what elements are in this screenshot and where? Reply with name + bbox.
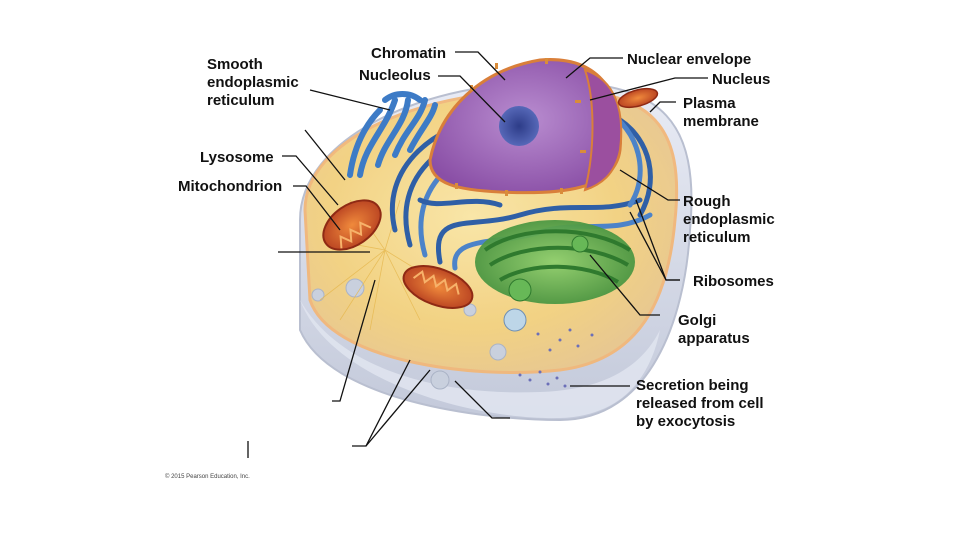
label-nuclear-envelope: Nuclear envelope [627, 51, 751, 68]
label-nucleus: Nucleus [712, 71, 770, 88]
label-rough-er-1: Rough [683, 193, 730, 210]
leader-lines [247, 51, 708, 458]
label-plasma-membrane-1: Plasma [683, 95, 736, 112]
label-rough-er-3: reticulum [683, 229, 751, 246]
label-secretion-3: by exocytosis [636, 413, 735, 430]
label-mitochondrion: Mitochondrion [178, 178, 282, 195]
label-chromatin: Chromatin [371, 45, 446, 62]
label-lysosome: Lysosome [200, 149, 274, 166]
mitochondria-graphic [322, 87, 659, 309]
smooth-er [347, 91, 438, 178]
label-plasma-membrane-2: membrane [683, 113, 759, 130]
secretion-vesicles [518, 328, 594, 388]
copyright-note: © 2015 Pearson Education, Inc. [165, 473, 250, 480]
label-ribosomes: Ribosomes [693, 273, 774, 290]
label-nucleolus: Nucleolus [359, 67, 431, 84]
label-smooth-er-2: endoplasmic [207, 74, 299, 91]
label-secretion-1: Secretion being [636, 377, 749, 394]
label-golgi-1: Golgi [678, 312, 716, 329]
label-golgi-2: apparatus [678, 330, 750, 347]
label-rough-er-2: endoplasmic [683, 211, 775, 228]
golgi-graphic [475, 220, 635, 304]
label-smooth-er-1: Smooth [207, 56, 263, 73]
nucleus-graphic [428, 58, 623, 196]
labels: Smooth endoplasmic reticulum Chromatin N… [165, 45, 775, 480]
label-secretion-2: released from cell [636, 395, 764, 412]
label-smooth-er-3: reticulum [207, 92, 275, 109]
